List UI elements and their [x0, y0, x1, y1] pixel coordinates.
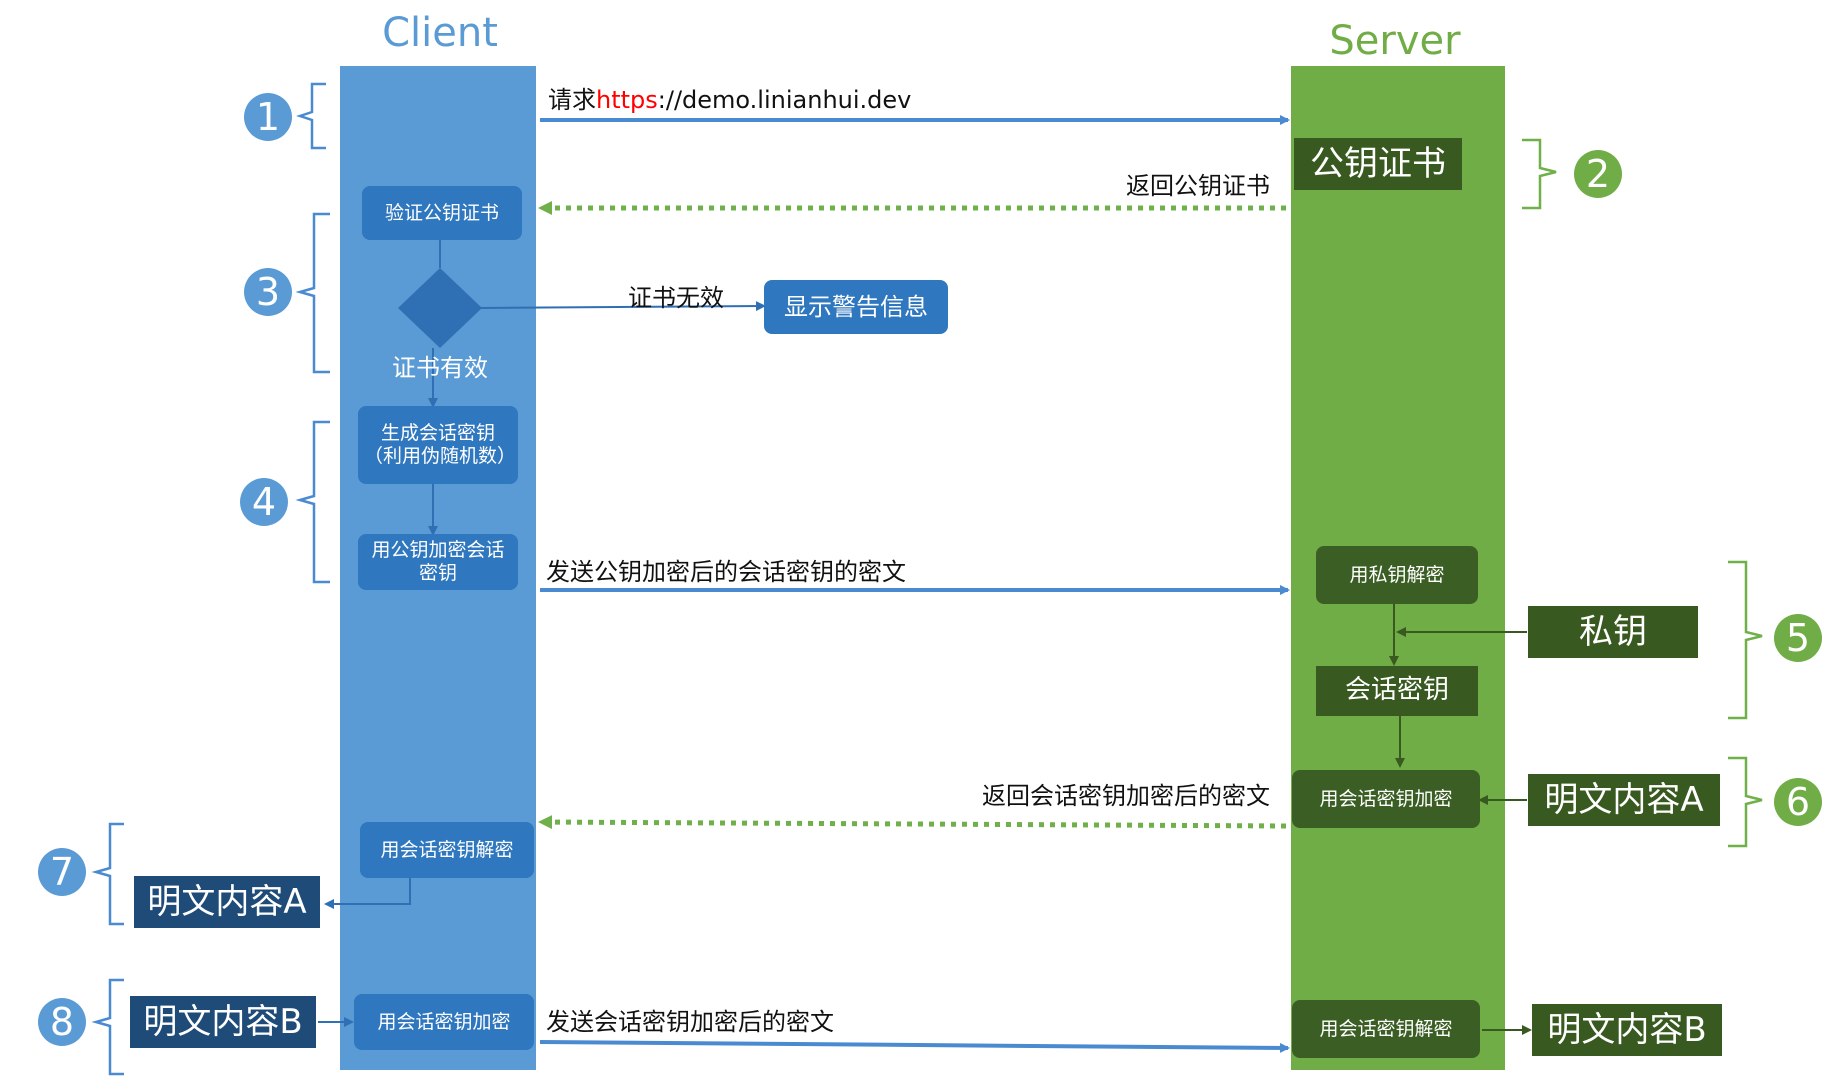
bracket-step-8: [91, 978, 124, 1076]
cert-invalid-label: 证书无效: [628, 284, 724, 312]
arrow-cert-invalid: [479, 301, 766, 312]
bracket-step-6: [1728, 756, 1763, 848]
cert-valid-label: 证书有效: [392, 354, 488, 382]
step-7-circle: 7: [38, 848, 86, 896]
server-plaintext-b: 明文内容B: [1532, 1004, 1722, 1056]
return-cert-label: 返回公钥证书: [1126, 172, 1270, 200]
verify-cert-box: 验证公钥证书: [362, 186, 522, 240]
bracket-step-2: [1522, 138, 1557, 210]
server-lane-title: Server: [1329, 18, 1461, 64]
server-decrypt-private-box: 用私钥解密: [1316, 546, 1478, 604]
cert-valid-diamond: [398, 268, 482, 348]
bracket-step-4: [295, 420, 330, 584]
step-2-circle: 2: [1574, 150, 1622, 198]
step-3-circle: 3: [244, 268, 292, 316]
arrow-client-decrypt-to-plaintext-a: [324, 878, 411, 909]
client-encrypt-session-box: 用会话密钥加密: [354, 994, 534, 1050]
server-decrypt-session-box: 用会话密钥解密: [1292, 1000, 1480, 1058]
server-plaintext-a: 明文内容A: [1528, 774, 1720, 826]
send-encrypted-key-label: 发送公钥加密后的会话密钥的密文: [546, 558, 906, 586]
bracket-step-3: [295, 212, 330, 374]
step-8-circle: 8: [38, 998, 86, 1046]
step-1-circle: 1: [244, 93, 292, 141]
server-private-key: 私钥: [1528, 606, 1698, 658]
encrypt-session-key-box: 用公钥加密会话密钥: [358, 534, 518, 590]
gen-session-key-box: 生成会话密钥（利用伪随机数）: [358, 406, 518, 484]
client-lane-title: Client: [382, 10, 498, 56]
client-plaintext-b: 明文内容B: [130, 996, 316, 1048]
bracket-step-7: [91, 822, 124, 926]
client-decrypt-session-box: 用会话密钥解密: [360, 822, 534, 878]
return-session-encrypted-label: 返回会话密钥加密后的密文: [982, 782, 1270, 810]
step-6-circle: 6: [1774, 778, 1822, 826]
bracket-step-5: [1728, 560, 1763, 720]
server-encrypt-session-box: 用会话密钥加密: [1292, 770, 1480, 828]
request-prefix: 请求: [548, 86, 596, 114]
bracket-step-1: [296, 82, 326, 150]
server-session-key: 会话密钥: [1316, 666, 1478, 716]
arrow-send-session-encrypted: [539, 1040, 1290, 1053]
show-warning-box: 显示警告信息: [764, 280, 948, 334]
request-scheme: https: [596, 86, 658, 114]
arrow-return-session-encrypted: [538, 815, 1287, 830]
step-5-circle: 5: [1774, 614, 1822, 662]
send-session-encrypted-label: 发送会话密钥加密后的密文: [546, 1008, 834, 1036]
client-plaintext-a: 明文内容A: [134, 876, 320, 928]
request-label: 请求https://demo.linianhui.dev: [548, 80, 911, 115]
server-public-cert: 公钥证书: [1294, 138, 1462, 190]
request-url: ://demo.linianhui.dev: [657, 86, 912, 114]
step-4-circle: 4: [240, 478, 288, 526]
